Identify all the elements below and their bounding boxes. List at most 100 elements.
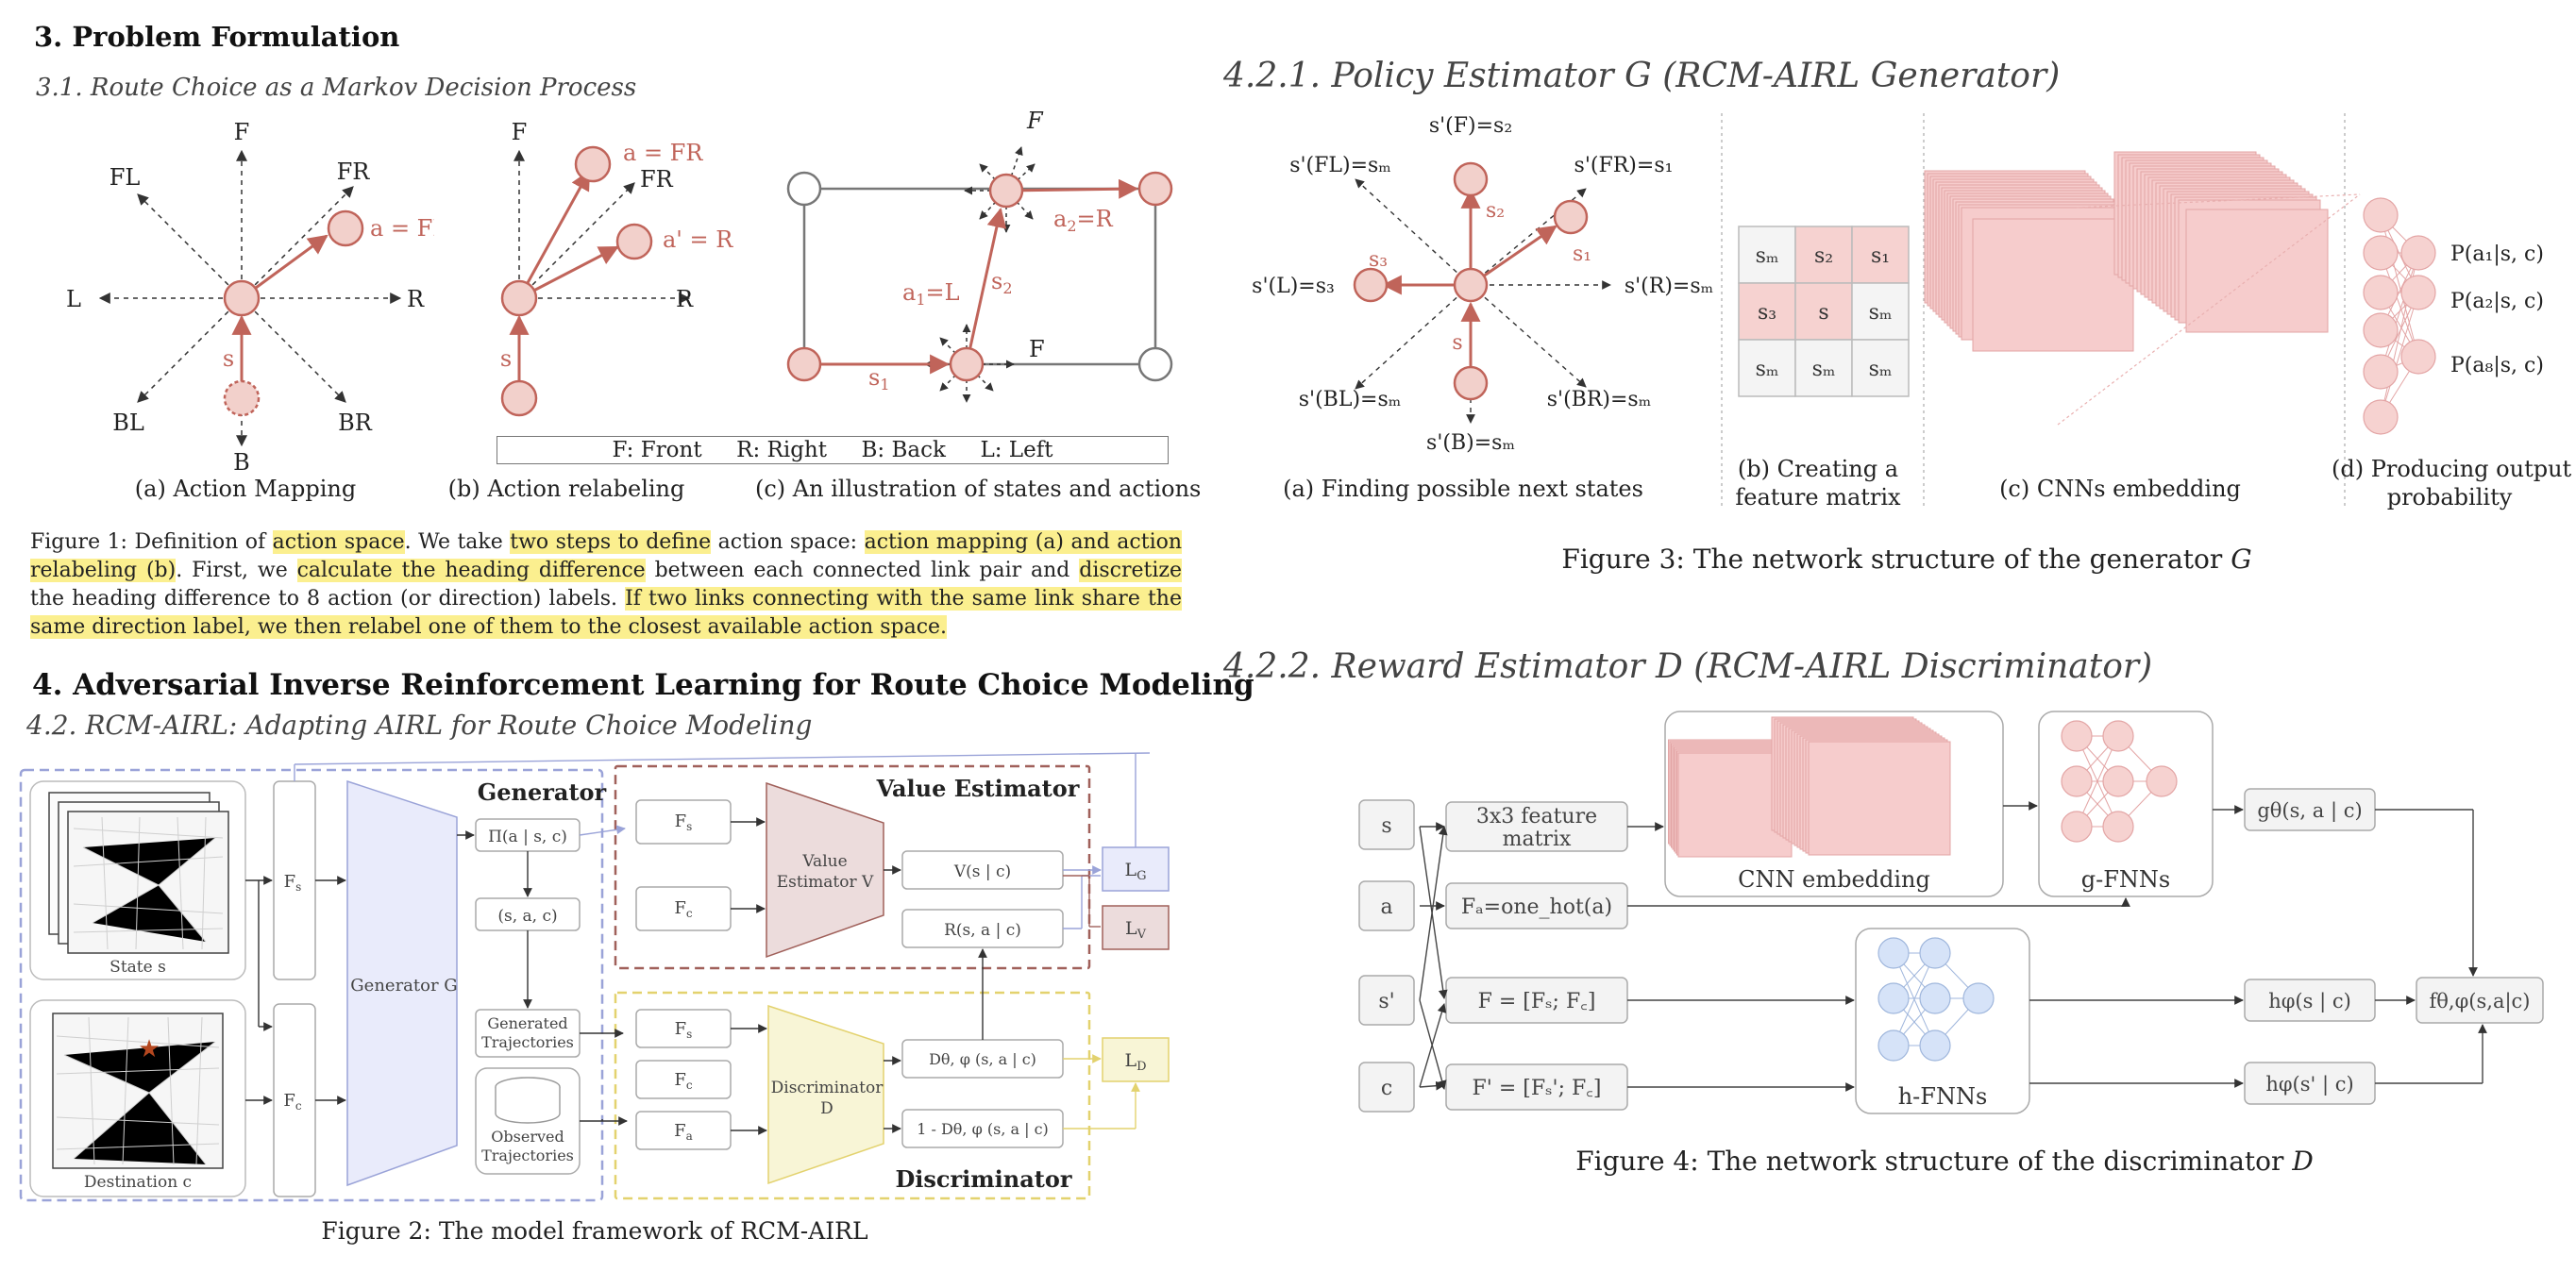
fig1-action-mapping: F FL FR L R BL BR B s a = FR xyxy=(66,119,434,476)
val-fs-label: Fs xyxy=(675,812,693,833)
fig2-caption: Figure 2: The model framework of RCM-AIR… xyxy=(321,1217,868,1245)
f-label: F = [Fₛ; F꜀] xyxy=(1478,990,1596,1013)
feature-matrix-label-2: matrix xyxy=(1503,828,1572,851)
f-output-label: fθ,φ(s,a|c) xyxy=(2430,990,2531,1013)
fig1-subcaption-b: (b) Action relabeling xyxy=(447,476,685,502)
fnn-node xyxy=(2363,235,2399,271)
cnn-cubes xyxy=(1924,151,2361,426)
destination-star-icon: ★ xyxy=(138,1035,160,1063)
fig4-discriminator-structure: sas'c 3x3 feature matrix Fₐ=one_hot(a) F… xyxy=(1358,711,2544,1114)
feature-map-layer xyxy=(1808,741,1951,856)
fig1-legend: F: Front R: Right B: Back L: Left xyxy=(612,438,1053,462)
label-sF: s'(F)=s₂ xyxy=(1429,114,1512,138)
section-4-2-title: 4.2. RCM-AIRL: Adapting AIRL for Route C… xyxy=(26,710,813,741)
destination-label: Destination c xyxy=(84,1173,192,1192)
observed-label-2: Trajectories xyxy=(481,1146,574,1164)
ld-label: LD xyxy=(1124,1050,1146,1074)
label-L: L xyxy=(66,286,81,312)
fig4-input-box xyxy=(1358,1062,1415,1113)
fig4-input-box xyxy=(1358,975,1415,1026)
label-BL: BL xyxy=(112,410,144,436)
value-v-label-2: Estimator V xyxy=(777,873,874,892)
label-sR: s'(R)=sₘ xyxy=(1625,275,1713,298)
policy-label: Π(a | s, c) xyxy=(488,828,567,846)
label-s: s xyxy=(500,345,512,372)
fnn-node xyxy=(2363,399,2399,435)
discriminator-label: Discriminator xyxy=(895,1165,1071,1193)
v-label: V(s | c) xyxy=(953,862,1011,881)
output-p-a8: P(a₈|s, c) xyxy=(2450,354,2544,377)
section-3-title: 3. Problem Formulation xyxy=(34,21,400,53)
caption-text: . First, we xyxy=(176,559,297,582)
fig4-input-box xyxy=(1358,799,1415,850)
h-output-label: hφ(s | c) xyxy=(2268,990,2351,1013)
fig3-subcaption-c: (c) CNNs embedding xyxy=(1999,476,2241,502)
matrix-cell-label: s₁ xyxy=(1871,244,1890,268)
fnn-node xyxy=(2400,275,2436,310)
fnn-node xyxy=(2061,811,2093,843)
fig4-input-box xyxy=(1358,880,1415,931)
fig1-caption: Figure 1: Definition of action space. We… xyxy=(30,528,1183,642)
fnn-node xyxy=(2061,720,2093,752)
matrix-cell xyxy=(1794,282,1853,341)
fig4-input-label: c xyxy=(1381,1077,1392,1100)
matrix-cell-label: sₘ xyxy=(1869,358,1893,381)
output-fnn xyxy=(2363,197,2436,435)
disc-d-label-2: D xyxy=(820,1099,833,1118)
fnn-node xyxy=(2400,235,2436,271)
d-label: Dθ, φ (s, a | c) xyxy=(929,1050,1036,1068)
fnn-node xyxy=(1877,1029,1910,1062)
lv-label: LV xyxy=(1125,918,1147,942)
matrix-cell xyxy=(1794,226,1853,284)
caption-text: between each connected link pair and xyxy=(645,559,1080,582)
label-sL: s'(L)=s₃ xyxy=(1252,275,1335,298)
fnn-node xyxy=(1962,982,1995,1014)
fig3-generator-structure: s'(F)=s₂ s'(FL)=sₘ s'(FR)=s₁ s'(L)=s₃ s'… xyxy=(1252,113,2544,510)
generated-label-1: Generated xyxy=(487,1014,567,1032)
fig1-action-relabeling: F FR R s a = FR a' = R xyxy=(500,119,733,417)
matrix-cell xyxy=(1738,339,1796,397)
fig1-subcaption-c: (c) An illustration of states and action… xyxy=(755,476,1202,502)
feature-matrix-label-1: 3x3 feature xyxy=(1476,805,1597,828)
fnn-node xyxy=(2363,312,2399,348)
matrix-cell-label: sₘ xyxy=(1812,358,1836,381)
value-estimator-label: Value Estimator xyxy=(876,775,1080,802)
fnn-node xyxy=(2146,765,2178,797)
fnn-edge xyxy=(2076,735,2119,828)
label-a1: a1=L xyxy=(902,279,960,309)
gen-fc-label: Fc xyxy=(283,1091,302,1113)
value-v-label-1: Value xyxy=(801,852,847,871)
fnn-node xyxy=(2102,811,2134,843)
disc-d-label-1: Discriminator xyxy=(771,1079,884,1097)
generator-g-label: Generator G xyxy=(350,976,457,996)
f-prime-label: F' = [Fₛ'; F꜀] xyxy=(1473,1077,1602,1100)
label-sBR: s'(BR)=sₘ xyxy=(1547,388,1651,411)
fig2-framework: Generator Value Estimator Discriminator … xyxy=(19,752,1170,1202)
fnn-edge xyxy=(2380,292,2419,418)
next-state-node xyxy=(327,209,364,247)
dashed-direction-lines xyxy=(98,149,402,447)
label-a-fr: a = FR xyxy=(623,140,703,166)
disc-fs-label: Fs xyxy=(675,1019,693,1041)
one-minus-d-label: 1 - Dθ, φ (s, a | c) xyxy=(917,1120,1049,1138)
label-a-prime-r: a' = R xyxy=(663,226,733,253)
prev-state-node xyxy=(223,379,261,417)
generated-label-2: Trajectories xyxy=(481,1033,574,1051)
fig1-subcaption-a: (a) Action Mapping xyxy=(134,476,357,502)
label-B: B xyxy=(233,449,250,476)
output-p-a1: P(a₁|s, c) xyxy=(2450,243,2544,266)
caption-highlight: calculate the heading difference xyxy=(296,559,646,582)
fig3-subcaption-a: (a) Finding possible next states xyxy=(1283,476,1643,502)
fnn-node xyxy=(1919,982,1951,1014)
fnn-edge xyxy=(2380,252,2419,358)
fig4-input-label: a xyxy=(1380,895,1392,919)
label-sB: s'(B)=sₘ xyxy=(1426,431,1515,455)
label-sBL: s'(BL)=sₘ xyxy=(1299,388,1402,411)
label-s: s xyxy=(1452,331,1462,355)
caption-highlight: discretize xyxy=(1079,559,1182,582)
matrix-cell-label: sₘ xyxy=(1756,244,1779,268)
label-F-bottom: F xyxy=(1029,336,1045,362)
fnn-node xyxy=(1877,982,1910,1014)
fig4-caption: Figure 4: The network structure of the d… xyxy=(1575,1146,2314,1177)
